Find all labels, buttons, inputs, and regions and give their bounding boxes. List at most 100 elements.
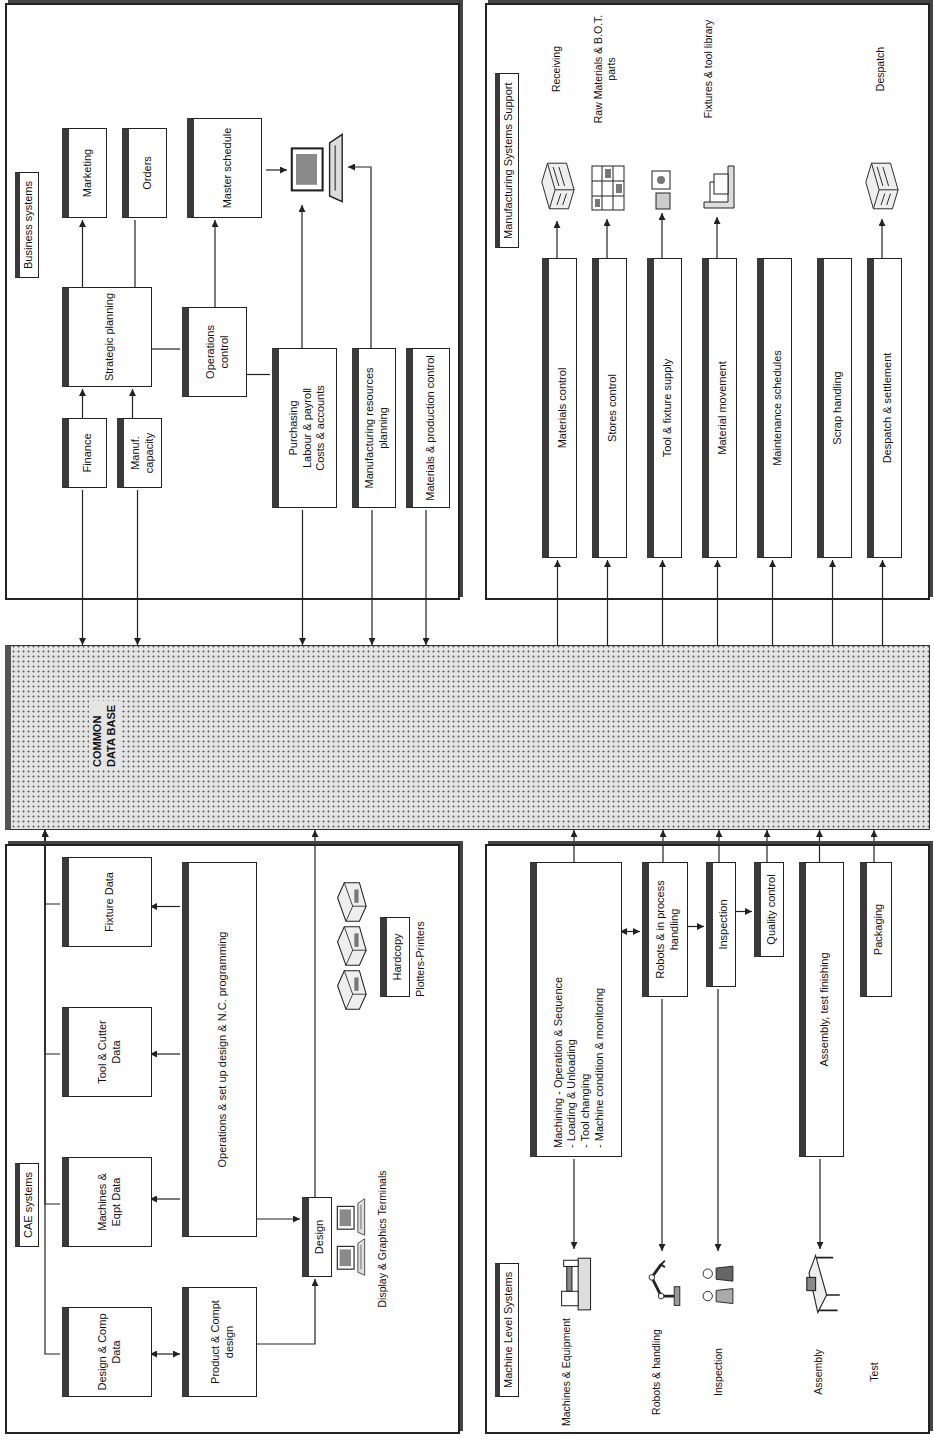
inspection-icon bbox=[703, 1266, 733, 1303]
box-text: Orders bbox=[141, 156, 155, 190]
leader-arrow bbox=[661, 999, 662, 1251]
connector-arrow bbox=[662, 560, 663, 645]
leader-arrow bbox=[573, 1159, 574, 1249]
process-box: Machining - Operation & Sequence- Loadin… bbox=[530, 862, 622, 1157]
box-text: Manufacturing resources planning bbox=[363, 353, 391, 503]
box-text: Labour & payroll bbox=[301, 388, 315, 468]
connector-arrow bbox=[425, 510, 426, 645]
connector-arrow bbox=[255, 1218, 300, 1219]
box-text: Material movement bbox=[716, 361, 730, 455]
box-text: Quality control bbox=[765, 874, 779, 944]
connector-arrow bbox=[662, 830, 663, 864]
icon-caption: Machines & Equipment bbox=[560, 1317, 573, 1427]
icon-caption: Inspection bbox=[712, 1317, 725, 1427]
leader-arrow bbox=[266, 169, 287, 170]
data-box: Design & Comp Data bbox=[62, 1307, 152, 1397]
box-text: - Tool changing bbox=[579, 1074, 593, 1148]
process-box: Quality control bbox=[754, 862, 784, 957]
receiving-icon bbox=[542, 163, 574, 209]
process-box: Stores control bbox=[592, 258, 627, 558]
connector-arrow bbox=[302, 510, 303, 645]
process-box: Inspection bbox=[706, 862, 736, 987]
connector-arrow bbox=[734, 911, 752, 912]
icon-caption: Plotters-Printers bbox=[414, 899, 427, 1019]
connector-arrow bbox=[137, 490, 138, 645]
connector-arrow bbox=[150, 1053, 180, 1054]
leader-arrow bbox=[661, 213, 662, 260]
data-box: Fixture Data bbox=[62, 857, 152, 947]
process-box: Master schedule bbox=[187, 118, 262, 218]
process-box: Packaging bbox=[860, 862, 892, 997]
box-text: Machines & Eqpt Data bbox=[96, 1162, 124, 1242]
connector-arrow bbox=[607, 560, 608, 645]
box-text: Materials & production control bbox=[424, 355, 438, 501]
box-text: Marketing bbox=[81, 149, 95, 197]
connector-arrow bbox=[832, 560, 833, 645]
connector-arrow bbox=[45, 830, 60, 1054]
box-text: Stores control bbox=[606, 374, 620, 442]
box-text: Assembly, test finishing bbox=[818, 952, 832, 1066]
box-text: Finance bbox=[81, 433, 95, 472]
system-panel: CAE systemsDesign & Comp DataMachines & … bbox=[5, 844, 460, 1434]
process-box: Product & Compt design bbox=[182, 1287, 257, 1397]
icon-caption: Test bbox=[868, 1317, 881, 1427]
connector-arrow bbox=[45, 830, 60, 904]
icon-caption: Raw Materials & B.O.T. parts bbox=[592, 7, 617, 131]
graphics-terminal-icon bbox=[337, 1199, 364, 1235]
leader-arrow bbox=[881, 219, 882, 260]
stores-icon bbox=[592, 166, 624, 210]
connector-arrow bbox=[371, 510, 372, 645]
process-box: Tool & fixture supply bbox=[647, 258, 682, 558]
connector-arrow bbox=[214, 220, 215, 309]
graphics-terminal-icon bbox=[337, 1239, 364, 1275]
box-text: Operations control bbox=[204, 312, 232, 392]
connector-arrow bbox=[45, 830, 60, 1354]
connector-arrow bbox=[82, 220, 83, 289]
box-text: Purchasing bbox=[287, 400, 301, 455]
connector-arrow bbox=[82, 389, 83, 420]
box-text: Manuf. capacity bbox=[129, 423, 157, 483]
box-text: Master schedule bbox=[221, 128, 235, 209]
process-box: Materials control bbox=[542, 258, 577, 558]
process-box: Manuf. capacity bbox=[117, 418, 162, 488]
connector-arrow bbox=[718, 830, 719, 864]
connector-arrow bbox=[620, 931, 640, 932]
device-box: Hardcopy bbox=[380, 917, 410, 997]
printer-icon bbox=[338, 883, 367, 922]
box-text: Maintenance schedules bbox=[771, 350, 785, 466]
connector-arrow bbox=[150, 906, 180, 907]
box-text: COMMON DATA BASE bbox=[89, 701, 120, 769]
box-text: - Machine condition & monitoring bbox=[593, 988, 607, 1148]
box-text: Fixture Data bbox=[103, 872, 117, 932]
box-text: Tool & fixture supply bbox=[661, 359, 675, 457]
plotter-icon bbox=[338, 927, 367, 966]
icon-caption: Fixtures & tool library bbox=[702, 7, 715, 131]
process-box: Maintenance schedules bbox=[757, 258, 792, 558]
box-text: Despatch & settlement bbox=[881, 353, 895, 464]
box-text: Hardcopy bbox=[391, 933, 405, 980]
panel-heading: Machine Level Systems bbox=[495, 1263, 519, 1397]
despatch-icon bbox=[866, 163, 898, 209]
icon-caption: Despatch bbox=[874, 7, 887, 131]
connector-arrow bbox=[557, 560, 558, 645]
connector-arrow bbox=[82, 490, 83, 645]
connector-arrow bbox=[150, 348, 180, 349]
icon-caption: Display & Graphics Terminals bbox=[376, 1159, 389, 1319]
connector-arrow bbox=[882, 560, 883, 645]
icon-caption: Receiving bbox=[550, 7, 563, 131]
process-box: Marketing bbox=[62, 128, 107, 218]
box-text: Design & Comp Data bbox=[96, 1312, 124, 1392]
connector-arrow bbox=[686, 926, 704, 927]
process-box: Operations & set up design & N.C. progra… bbox=[182, 862, 257, 1237]
process-box: Despatch & settlement bbox=[867, 258, 902, 558]
process-box: Orders bbox=[122, 128, 167, 218]
connector-arrow bbox=[245, 374, 270, 375]
box-text: Packaging bbox=[872, 904, 886, 955]
connector-arrow bbox=[150, 1353, 180, 1354]
process-box: Manufacturing resources planning bbox=[352, 348, 396, 508]
terminal-icon bbox=[292, 134, 342, 201]
connector-arrow bbox=[132, 389, 133, 420]
device-box: Design bbox=[302, 1197, 332, 1277]
leader-arrow bbox=[717, 989, 718, 1251]
data-box: Tool & Cutter Data bbox=[62, 1007, 152, 1097]
